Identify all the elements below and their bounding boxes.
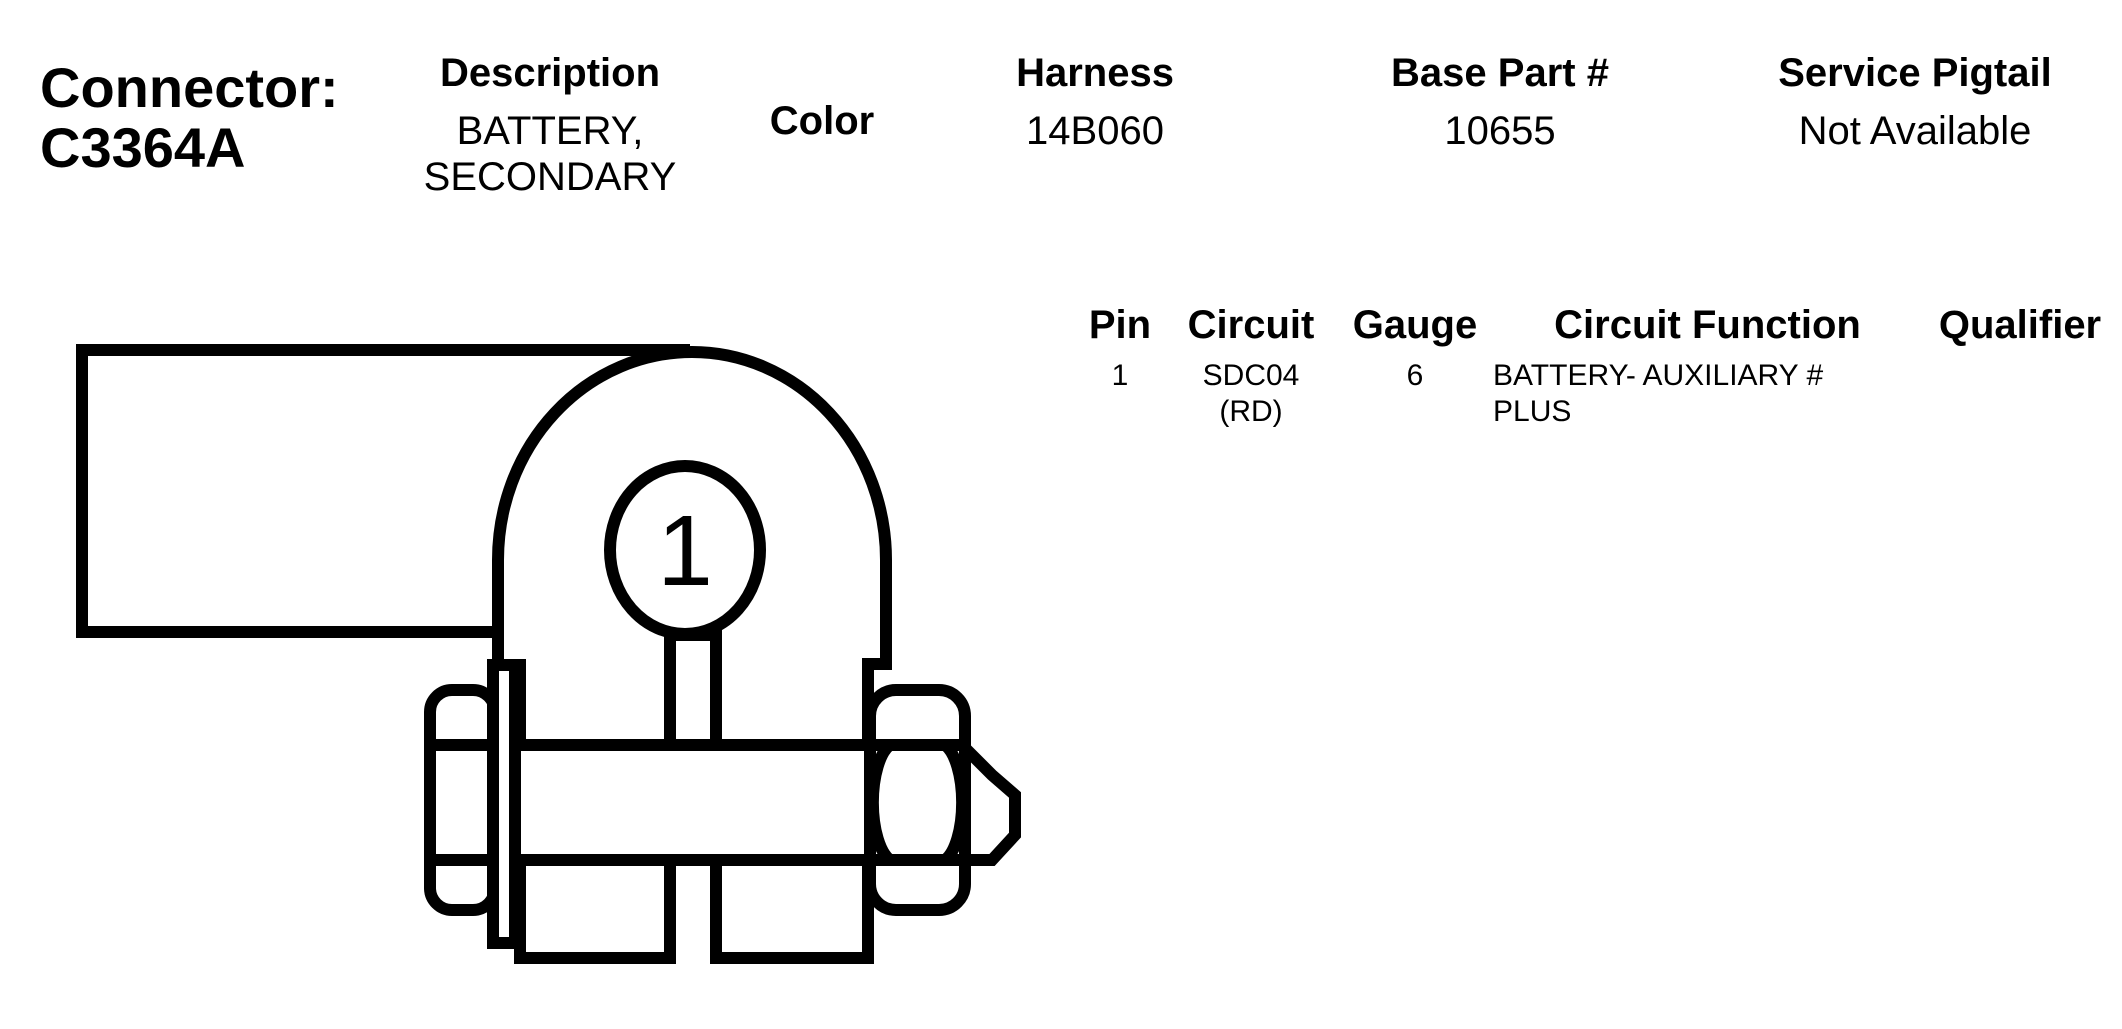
description-value-line1: BATTERY, xyxy=(456,109,644,153)
circuit-line2: (RD) xyxy=(1219,395,1283,428)
pin-label: 1 xyxy=(657,495,713,607)
color-header: Color xyxy=(769,99,875,143)
description-header: Description xyxy=(439,51,661,95)
service-pigtail-value: Not Available xyxy=(1798,109,2032,153)
gauge-value: 6 xyxy=(1406,359,1424,392)
circuit-function-line2: PLUS xyxy=(1493,395,1572,428)
bolt-shaft xyxy=(504,739,891,866)
base-part-header: Base Part # xyxy=(1391,51,1609,95)
washer xyxy=(487,659,521,949)
harness-header: Harness xyxy=(1016,51,1174,95)
description-value-line2: SECONDARY xyxy=(423,155,677,199)
column-header-gauge: Gauge xyxy=(1352,303,1478,347)
connector-id: C3364A xyxy=(40,116,246,179)
column-header-circuit-function: Circuit Function xyxy=(1554,303,1861,347)
harness-value: 14B060 xyxy=(1026,109,1164,153)
cable-outline xyxy=(76,344,690,638)
bolt-head-left-plate xyxy=(424,684,501,916)
nut-right-curve xyxy=(866,740,894,865)
connector-title: Connector: C3364A xyxy=(40,58,339,178)
bolt-tip xyxy=(960,743,1021,866)
nut-right-curve-2 xyxy=(941,740,969,865)
column-header-circuit: Circuit xyxy=(1187,303,1315,347)
base-part-value: 10655 xyxy=(1444,109,1556,153)
column-header-qualifier: Qualifier xyxy=(1938,303,2102,347)
pin-hole xyxy=(604,460,766,640)
connector-label: Connector: xyxy=(40,56,339,119)
terminal-ring-outline xyxy=(492,346,892,964)
pin-number: 1 xyxy=(1111,359,1129,392)
circuit-function-line1: BATTERY- AUXILIARY # xyxy=(1493,359,1824,392)
nut-right xyxy=(864,684,971,916)
circuit-line1: SDC04 xyxy=(1202,359,1300,392)
service-pigtail-header: Service Pigtail xyxy=(1778,51,2052,95)
column-header-pin: Pin xyxy=(1088,303,1152,347)
